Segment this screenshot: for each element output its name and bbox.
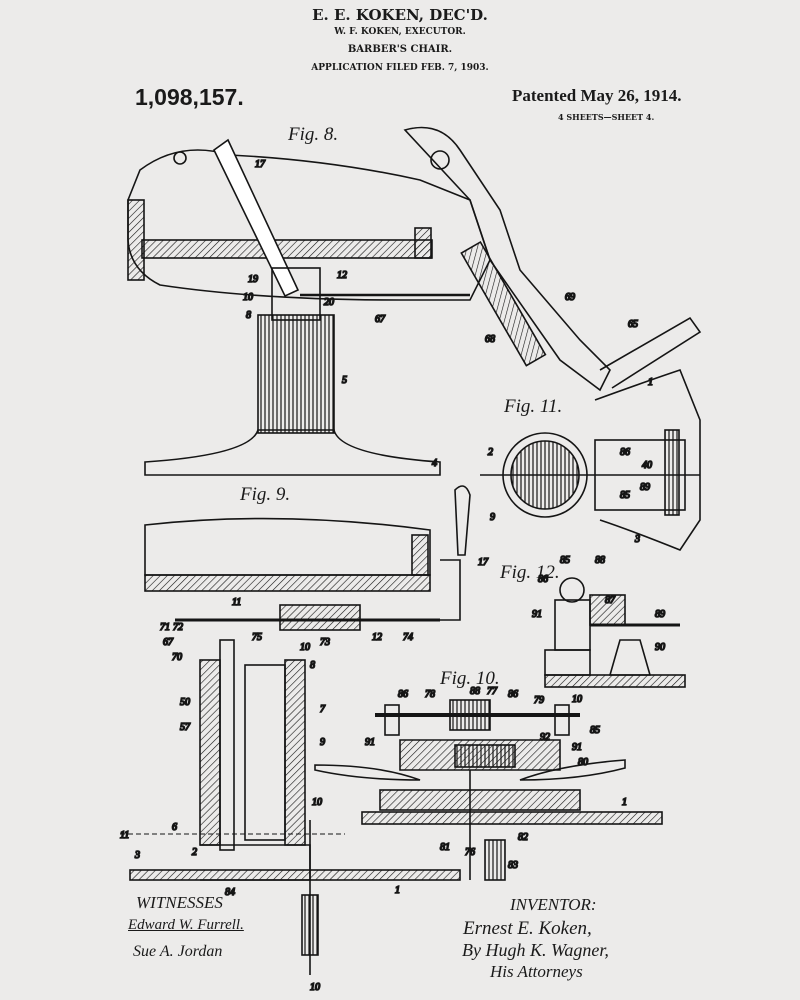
fig11-numerals: 1 2 9 86 40 89 85 3 bbox=[487, 376, 654, 546]
ref-numeral: 67 bbox=[163, 637, 174, 648]
decedent-name: E. E. KOKEN, DEC'D. bbox=[312, 6, 488, 24]
ref-numeral: 81 bbox=[440, 842, 450, 853]
ref-numeral: 85 bbox=[590, 725, 600, 736]
ref-numeral: 10 bbox=[312, 797, 322, 808]
ref-numeral: 78 bbox=[425, 689, 435, 700]
fig12-drawing bbox=[544, 577, 686, 688]
ref-numeral: 79 bbox=[534, 695, 544, 706]
filing-date: APPLICATION FILED FEB. 7, 1903. bbox=[311, 63, 489, 73]
ref-numeral: 86 bbox=[398, 689, 408, 700]
ref-numeral: 10 bbox=[243, 292, 253, 303]
ref-numeral: 50 bbox=[180, 697, 190, 708]
ref-numeral: 92 bbox=[540, 732, 550, 743]
fig10-numerals: 86 78 88 77 86 79 85 91 92 91 80 1 81 76… bbox=[364, 685, 628, 872]
ref-numeral: 88 bbox=[595, 555, 605, 566]
ref-numeral: 69 bbox=[565, 292, 575, 303]
ref-numeral: 1 bbox=[395, 885, 400, 896]
ref-numeral: 77 bbox=[487, 686, 498, 697]
fig9-drawing bbox=[120, 485, 471, 975]
ref-numeral: 2 bbox=[488, 447, 493, 458]
ref-numeral: 89 bbox=[640, 482, 650, 493]
ref-numeral: 2 bbox=[192, 847, 197, 858]
ref-numeral: 90 bbox=[655, 642, 665, 653]
attorney-signature: By Hugh K. Wagner, bbox=[462, 940, 609, 960]
ref-numeral: 74 bbox=[403, 632, 413, 643]
inventor-label: INVENTOR: bbox=[510, 895, 597, 914]
patent-number: 1,098,157. bbox=[135, 84, 244, 110]
ref-numeral: 85 bbox=[620, 490, 630, 501]
fig8-drawing bbox=[127, 126, 702, 476]
ref-numeral: 73 bbox=[320, 637, 330, 648]
ref-numeral: 10 bbox=[572, 694, 582, 705]
ref-numeral: 86 bbox=[538, 574, 548, 585]
ref-numeral: 20 bbox=[324, 297, 334, 308]
fig10-drawing bbox=[314, 699, 663, 881]
ref-numeral: 11 bbox=[232, 597, 241, 608]
ref-numeral: 80 bbox=[578, 757, 588, 768]
ref-numeral: 9 bbox=[490, 512, 495, 523]
ref-numeral: 11 bbox=[120, 830, 129, 841]
witness-signature-1: Edward W. Furrell. bbox=[128, 917, 244, 933]
ref-numeral: 68 bbox=[485, 334, 495, 345]
ref-numeral: 86 bbox=[620, 447, 630, 458]
fig9-label: Fig. 9. bbox=[240, 484, 291, 505]
executor-name: W. F. KOKEN, EXECUTOR. bbox=[334, 27, 466, 37]
ref-numeral: 1 bbox=[622, 797, 627, 808]
witnesses-label: WITNESSES bbox=[136, 893, 223, 912]
ref-numeral: 8 bbox=[310, 660, 315, 671]
ref-numeral: 57 bbox=[180, 722, 191, 733]
ref-numeral: 76 bbox=[465, 847, 475, 858]
ref-numeral: 89 bbox=[655, 609, 665, 620]
ref-numeral: 86 bbox=[508, 689, 518, 700]
ref-numeral: 1 bbox=[648, 377, 653, 388]
ref-numeral: 12 bbox=[372, 632, 382, 643]
ref-numeral: 12 bbox=[337, 270, 347, 281]
fig12-label: Fig. 12. bbox=[500, 562, 560, 583]
fig8-label: Fig. 8. bbox=[288, 124, 339, 145]
fig8-numerals: 17 19 12 10 20 8 67 5 4 69 65 68 bbox=[242, 158, 639, 470]
ref-numeral: 8 bbox=[246, 310, 251, 321]
ref-numeral: 10 bbox=[310, 982, 320, 993]
witness-signature-2: Sue A. Jordan bbox=[133, 943, 223, 960]
ref-numeral: 65 bbox=[628, 319, 638, 330]
ref-numeral: 75 bbox=[252, 632, 262, 643]
ref-numeral: 71 bbox=[160, 622, 170, 633]
ref-numeral: 91 bbox=[532, 609, 542, 620]
ref-numeral: 83 bbox=[508, 860, 518, 871]
patent-title: BARBER'S CHAIR. bbox=[347, 44, 453, 55]
ref-numeral: 85 bbox=[560, 555, 570, 566]
ref-numeral: 88 bbox=[470, 686, 480, 697]
sheet-count: 4 SHEETS—SHEET 4. bbox=[558, 112, 655, 122]
attorney-role: His Attorneys bbox=[490, 962, 583, 981]
fig11-drawing bbox=[480, 369, 701, 551]
ref-numeral: 7 bbox=[320, 704, 326, 715]
ref-numeral: 40 bbox=[642, 460, 652, 471]
ref-numeral: 6 bbox=[172, 822, 177, 833]
ref-numeral: 10 bbox=[300, 642, 310, 653]
ref-numeral: 9 bbox=[320, 737, 325, 748]
patent-date: Patented May 26, 1914. bbox=[512, 86, 682, 105]
ref-numeral: 3 bbox=[634, 534, 640, 545]
ref-numeral: 19 bbox=[248, 274, 258, 285]
ref-numeral: 91 bbox=[365, 737, 375, 748]
ref-numeral: 4 bbox=[432, 458, 437, 469]
ref-numeral: 82 bbox=[518, 832, 528, 843]
ref-numeral: 84 bbox=[225, 887, 235, 898]
ref-numeral: 17 bbox=[478, 557, 489, 568]
fig12-numerals: 85 88 86 87 91 89 90 10 bbox=[531, 554, 666, 706]
fig9-numerals: 17 11 71 72 67 70 75 73 10 12 74 8 50 57… bbox=[119, 556, 490, 994]
ref-numeral: 3 bbox=[134, 850, 140, 861]
ref-numeral: 70 bbox=[172, 652, 182, 663]
inventor-signature: Ernest E. Koken, bbox=[463, 918, 592, 939]
ref-numeral: 5 bbox=[342, 375, 347, 386]
ref-numeral: 72 bbox=[173, 622, 183, 633]
ref-numeral: 91 bbox=[572, 742, 582, 753]
ref-numeral: 17 bbox=[255, 159, 266, 170]
fig10-label: Fig. 10. bbox=[440, 668, 500, 689]
ref-numeral: 87 bbox=[605, 595, 616, 606]
ref-numeral: 67 bbox=[375, 314, 386, 325]
fig11-label: Fig. 11. bbox=[504, 396, 563, 417]
